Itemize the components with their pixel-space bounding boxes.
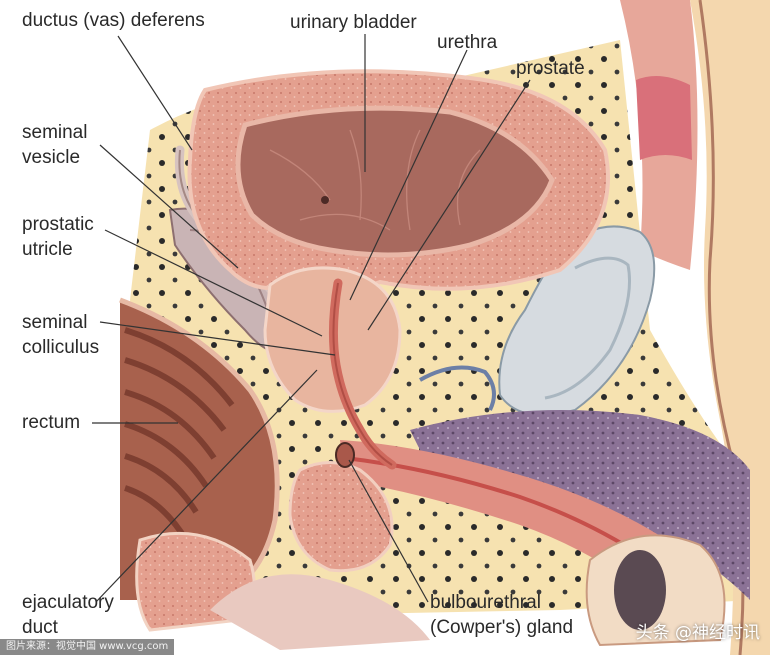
perineal-muscles bbox=[210, 574, 430, 650]
leader-prostate bbox=[367, 79, 531, 331]
label-ductus-deferens: ductus (vas) deferens bbox=[22, 10, 205, 31]
label-ejaculatory-duct-line2: duct bbox=[22, 617, 58, 638]
leader-lines bbox=[92, 34, 531, 603]
ureter-orifice bbox=[321, 196, 329, 204]
label-seminal-colliculus-line1: seminal bbox=[22, 312, 88, 333]
corpus-spongiosum bbox=[340, 440, 720, 640]
label-ejaculatory-duct: ejaculatory duct bbox=[22, 590, 114, 640]
leader-urethra bbox=[349, 49, 468, 301]
label-prostatic-utricle-line2: utricle bbox=[22, 239, 73, 260]
label-seminal-vesicle-line2: vesicle bbox=[22, 147, 81, 168]
leader-ejaculatory-duct bbox=[95, 369, 318, 603]
bladder-mucosa-lines bbox=[269, 129, 481, 231]
rectum-folds bbox=[124, 327, 235, 542]
leader-prostatic-utricle bbox=[104, 229, 323, 337]
bladder-lumen bbox=[235, 105, 555, 258]
image-credit: 图片来源：视觉中国 www.vcg.com bbox=[0, 639, 175, 655]
symphysis-inner bbox=[544, 256, 632, 400]
leader-ductus bbox=[117, 35, 193, 151]
label-bulbourethral-line1: bulbourethral bbox=[430, 592, 541, 613]
label-seminal-colliculus-line2: colliculus bbox=[22, 337, 100, 358]
watermark: 头条 @神经时讯 bbox=[635, 623, 760, 643]
label-bulbourethral-line2: (Cowper's) gland bbox=[430, 617, 574, 638]
dorsal-vessels bbox=[419, 365, 496, 411]
bulb-of-penis bbox=[288, 461, 394, 573]
label-prostatic-utricle-line1: prostatic bbox=[22, 214, 94, 235]
abdominal-wall-red bbox=[636, 76, 692, 160]
label-seminal-vesicle: seminal vesicle bbox=[22, 120, 87, 170]
label-bulbourethral-gland: bulbourethral (Cowper's) gland bbox=[430, 590, 573, 640]
label-ejaculatory-duct-line1: ejaculatory bbox=[22, 592, 114, 613]
label-urinary-bladder: urinary bladder bbox=[290, 12, 417, 33]
label-seminal-colliculus: seminal colliculus bbox=[22, 310, 99, 360]
leader-bulbourethral bbox=[348, 459, 429, 603]
label-prostate: prostate bbox=[516, 58, 585, 79]
label-rectum: rectum bbox=[22, 412, 81, 433]
leader-seminal-vesicle bbox=[99, 144, 239, 269]
label-seminal-vesicle-line1: seminal bbox=[22, 122, 88, 143]
label-prostatic-utricle: prostatic utricle bbox=[22, 212, 94, 262]
leader-seminal-colliculus bbox=[99, 321, 336, 356]
pubic-symphysis bbox=[498, 225, 656, 416]
label-urethra: urethra bbox=[437, 32, 498, 53]
spermatic-cord bbox=[614, 550, 666, 630]
